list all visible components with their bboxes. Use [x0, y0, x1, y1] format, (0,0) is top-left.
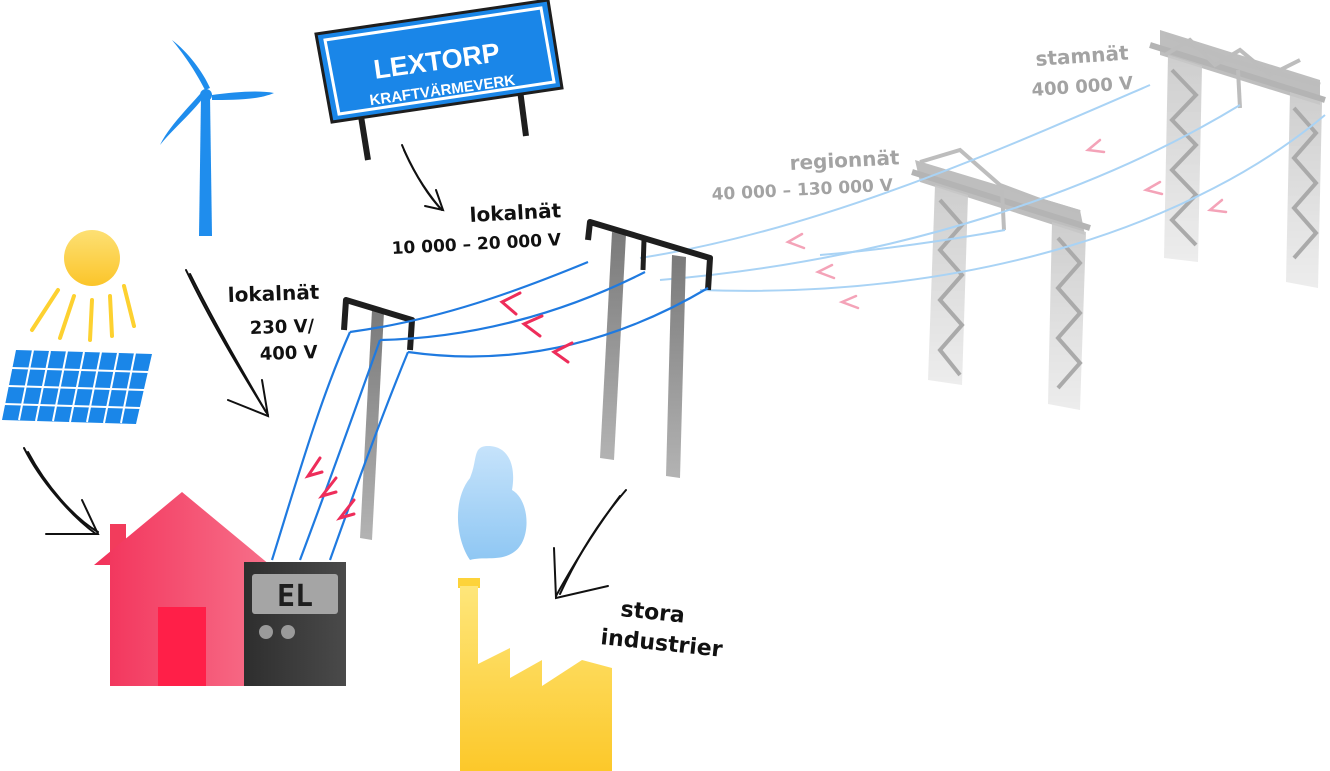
lokalnat-low-voltage-2: 400 V — [259, 342, 318, 365]
industry-label-2: industrier — [599, 625, 723, 663]
power-pole-icon — [585, 219, 713, 478]
factory-icon — [458, 578, 612, 771]
industry-label-1: stora — [619, 597, 686, 629]
flow-arrows — [304, 291, 574, 521]
house-icon — [94, 492, 270, 686]
solar-panel-icon — [2, 349, 152, 424]
smoke-cloud-icon — [457, 446, 527, 560]
lokalnat-high-title: lokalnät — [469, 198, 562, 227]
stamnat-title: stamnät — [1035, 41, 1130, 71]
power-plant-sign-icon: LEXTORP KRAFTVÄRMEVERK — [314, 0, 564, 161]
transmission-tower-icon — [911, 147, 1091, 410]
regionnat-voltage: 40 000 – 130 000 V — [711, 175, 894, 205]
sketch-arrows — [23, 144, 627, 600]
lokalnat-high-voltage: 10 000 – 20 000 V — [391, 230, 562, 259]
lokalnat-low-title: lokalnät — [227, 280, 320, 307]
transmission-wires — [639, 84, 1326, 292]
regionnat-title: regionnät — [789, 145, 900, 175]
local-wires — [270, 260, 709, 561]
transmission-tower-icon — [1149, 30, 1326, 288]
power-pole-icon — [341, 297, 415, 540]
stamnat-voltage: 400 000 V — [1031, 73, 1134, 101]
electricity-meter-icon: EL — [244, 562, 346, 686]
meter-display: EL — [277, 579, 313, 614]
sun-icon — [30, 230, 136, 342]
wind-turbine-icon — [160, 40, 274, 236]
lokalnat-low-voltage-1: 230 V/ — [249, 316, 314, 339]
flow-arrows-faint — [785, 138, 1228, 310]
